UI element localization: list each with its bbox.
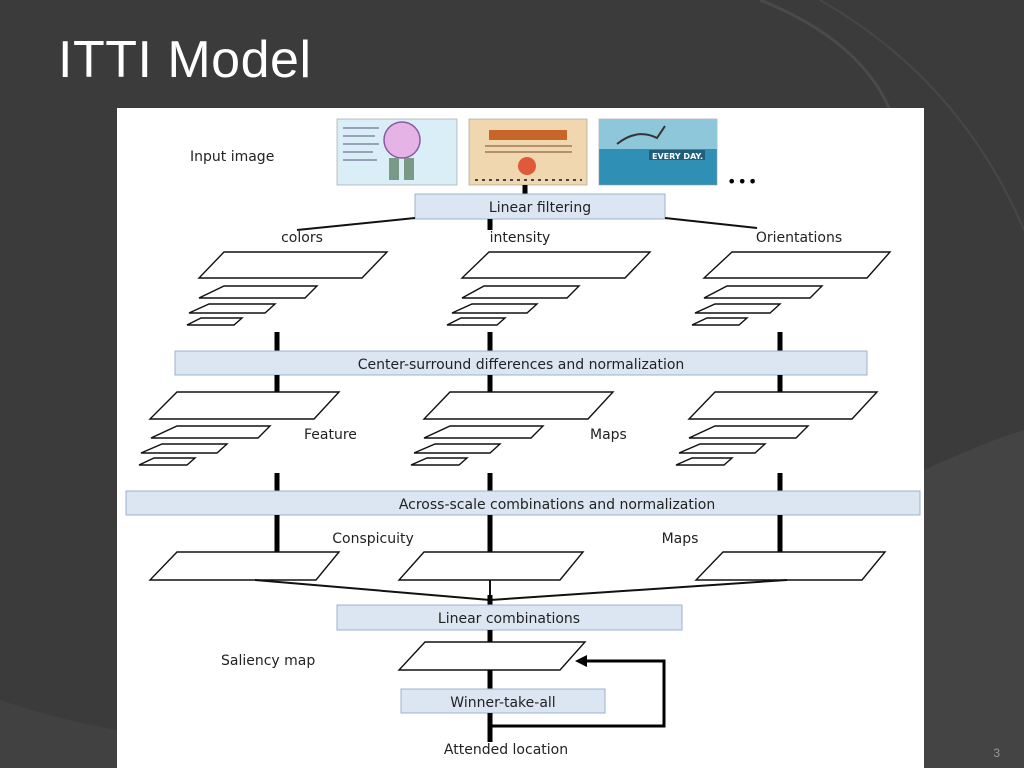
itti-model-diagram: Input image EVERY DAY. •••: [117, 108, 924, 768]
split-line-orientations: [664, 217, 758, 229]
orientations-feature-maps: [675, 391, 879, 466]
inhibition-feedback-arrow: [490, 659, 666, 728]
linear-combinations-label: Linear combinations: [438, 611, 580, 627]
channel-label-colors: colors: [281, 230, 323, 246]
saliency-map-plane: [397, 641, 587, 671]
input-image-label: Input image: [190, 149, 274, 165]
channel-label-orientations: Orientations: [756, 230, 842, 246]
orientations-conspicuity-map: [694, 551, 887, 581]
split-line-colors: [296, 217, 416, 231]
attended-location-label: Attended location: [444, 742, 568, 758]
intensity-feature-maps: [410, 391, 615, 466]
more-images-ellipsis: •••: [727, 172, 758, 191]
linear-filtering-label: Linear filtering: [489, 200, 591, 216]
winner-take-all-label: Winner-take-all: [450, 695, 555, 711]
colors-feature-maps: [138, 391, 341, 466]
input-thumbnail-2: [468, 118, 588, 186]
intensity-pyramid: [446, 251, 652, 326]
merge-line-colors: [254, 579, 491, 601]
center-surround-box: [174, 350, 868, 376]
feature-maps-label-maps: Maps: [590, 427, 627, 443]
conspicuity-maps-label: Maps: [662, 531, 699, 547]
colors-conspicuity-map: [148, 551, 341, 581]
conspicuity-label: Conspicuity: [332, 531, 414, 547]
input-thumbnail-1: [336, 118, 458, 186]
feedback-arrowhead: [575, 655, 587, 667]
intensity-conspicuity-map: [397, 551, 585, 581]
center-surround-label: Center-surround differences and normaliz…: [358, 357, 685, 373]
channel-label-intensity: intensity: [490, 230, 551, 246]
thumbnail-caption: EVERY DAY.: [652, 152, 703, 161]
across-scale-label: Across-scale combinations and normalizat…: [399, 497, 715, 513]
merge-line-orientations: [489, 579, 788, 601]
winner-take-all-box: [400, 688, 606, 714]
slide-title: ITTI Model: [58, 31, 312, 89]
linear-filtering-box: [414, 193, 666, 220]
orientations-pyramid: [691, 251, 892, 326]
across-scale-box: [125, 490, 921, 516]
input-thumbnail-3: EVERY DAY.: [598, 118, 718, 186]
linear-combinations-box: [336, 604, 683, 631]
feature-maps-label-feature: Feature: [304, 427, 357, 443]
slide-number: 3: [993, 746, 1000, 760]
saliency-map-label: Saliency map: [221, 653, 315, 669]
colors-pyramid: [186, 251, 389, 326]
